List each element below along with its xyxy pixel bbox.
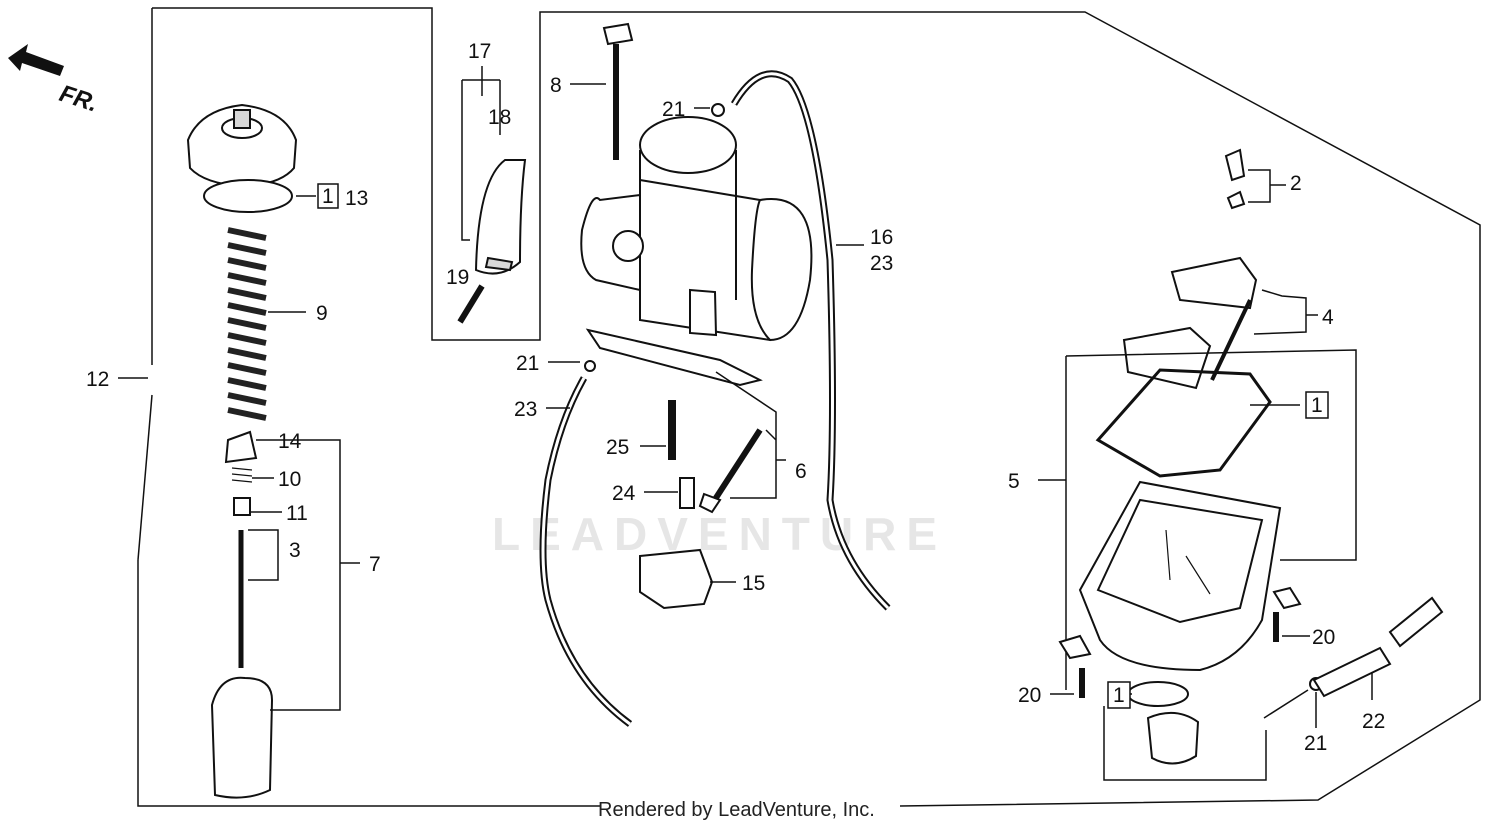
callout-23-left: 23: [514, 398, 537, 421]
callout-14: 14: [278, 430, 302, 453]
float: [639, 548, 714, 610]
callout-13: 13: [345, 187, 368, 210]
callout-21-top: 21: [662, 98, 685, 121]
callout-10: 10: [278, 468, 301, 491]
needle-retainer: [233, 497, 251, 516]
callout-24: 24: [612, 482, 636, 505]
callout-20-left: 20: [1018, 684, 1041, 707]
boxed-marks: 1 1 1: [317, 183, 1329, 709]
callouts: 13 9 12 14 10 11 3 7 17 18 19 8 21 16 23…: [86, 40, 1385, 755]
drain-tube-a: [1312, 646, 1392, 698]
cap-o-ring: [203, 179, 293, 213]
callout-12: 12: [86, 368, 109, 391]
front-arrow-icon: FR.: [8, 44, 101, 118]
callout-3: 3: [289, 539, 301, 562]
footer-credit: Rendered by LeadVenture, Inc.: [598, 799, 875, 821]
carburetor-body: [580, 116, 813, 387]
float-valve-assy: [698, 428, 763, 514]
callout-19: 19: [446, 266, 469, 289]
callout-6: 6: [795, 460, 807, 483]
callout-21-left: 21: [516, 352, 539, 375]
callout-21-bottom: 21: [1304, 732, 1327, 755]
clamp-screw: [457, 284, 485, 324]
callout-16: 16: [870, 226, 893, 249]
float-pin-clip: [1226, 190, 1246, 210]
drain-tube-b: [1388, 596, 1444, 648]
float-arm: [1210, 299, 1252, 381]
float-pin: [1224, 148, 1246, 182]
hose-clip-left: [584, 360, 596, 372]
watermark: LEADVENTURE: [492, 508, 947, 560]
callout-2: 2: [1290, 172, 1302, 195]
callout-9: 9: [316, 302, 328, 325]
float-upper: [1170, 256, 1258, 310]
callout-22: 22: [1362, 710, 1385, 733]
callout-15: 15: [742, 572, 765, 595]
drain-o-ring: [1127, 681, 1189, 707]
drain-plug: [1146, 711, 1200, 765]
drain-bolt-left: [1058, 634, 1092, 660]
drain-bolt-right: [1272, 586, 1302, 610]
clamp-screw-head: [484, 256, 514, 272]
needle-holder: [224, 430, 258, 464]
frame-left-lower: [137, 394, 153, 561]
clamp-band: [474, 159, 527, 275]
callout-25: 25: [606, 436, 629, 459]
float-chamber: [1078, 480, 1282, 672]
callout-8: 8: [550, 74, 562, 97]
boxed-mark-o-ring: 1: [1113, 684, 1125, 707]
main-jet-holder: [679, 477, 695, 509]
callout-20-right: 20: [1312, 626, 1335, 649]
float-lower: [1122, 326, 1212, 390]
direction-label: FR.: [56, 80, 101, 118]
throttle-spring: [227, 227, 267, 421]
callout-5: 5: [1008, 470, 1020, 493]
clip-spring: [231, 467, 253, 483]
callout-11: 11: [286, 502, 308, 525]
boxed-mark-13: 1: [322, 185, 334, 208]
callout-17: 17: [468, 40, 491, 63]
callout-23-right: 23: [870, 252, 893, 275]
throttle-valve: [210, 676, 274, 799]
carb-top-cap: [186, 103, 298, 188]
pilot-screw: [602, 22, 634, 160]
callout-4: 4: [1322, 306, 1334, 329]
boxed-mark-gasket: 1: [1311, 394, 1323, 417]
float-gasket: [1095, 368, 1272, 478]
callout-18: 18: [488, 106, 511, 129]
hose-clip-top: [711, 103, 725, 117]
callout-7: 7: [369, 553, 381, 576]
